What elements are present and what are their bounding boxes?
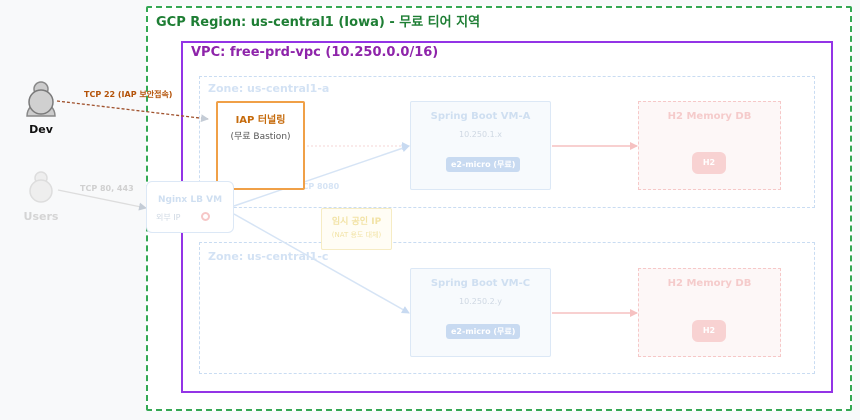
lb-subtitle: 외부 IP xyxy=(156,213,181,222)
lb-vm-edge-label: TCP 8080 xyxy=(297,182,340,191)
ephemeral-ip-subtitle: (NAT 용도 대체) xyxy=(331,231,382,239)
vm-a-machine-badge: e2-micro (무료) xyxy=(446,157,521,172)
external-ip-icon xyxy=(201,212,210,221)
users-to-lb-edge xyxy=(57,189,147,211)
dev-person-icon xyxy=(26,81,56,117)
zone-c-title: Zone: us-central1-c xyxy=(208,250,329,263)
zone-a-title: Zone: us-central1-a xyxy=(208,82,330,95)
vm-c-title: Spring Boot VM-C xyxy=(430,278,531,289)
vm-c-machine-badge: e2-micro (무료) xyxy=(446,324,521,339)
iap-tunnel-node xyxy=(216,101,305,190)
zone-a-boundary xyxy=(199,76,815,208)
iap-title: IAP 터널링 xyxy=(235,115,286,126)
db-c-title: H2 Memory DB xyxy=(667,278,752,289)
vm-c-ip: 10.250.2.y xyxy=(459,297,502,306)
users-label: Users xyxy=(23,210,59,223)
lb-title: Nginx LB VM xyxy=(157,195,223,205)
vpc-title: VPC: free-prd-vpc (10.250.0.0/16) xyxy=(191,45,439,60)
database-icon: H2 xyxy=(692,320,726,342)
h2-db-c-node xyxy=(638,268,781,357)
region-title: GCP Region: us-central1 (Iowa) - 무료 티어 지… xyxy=(156,15,481,30)
spring-boot-vm-a-node xyxy=(410,101,551,190)
ephemeral-ip-title: 임시 공인 IP xyxy=(331,217,382,227)
vm-a-title: Spring Boot VM-A xyxy=(430,111,531,122)
ephemeral-ip-node xyxy=(321,208,392,250)
dev-iap-edge-label: TCP 22 (IAP 보안접속) xyxy=(84,90,173,99)
iap-subtitle: (무료 Bastion) xyxy=(230,132,291,142)
lb-to-vm-c-edge xyxy=(233,213,410,314)
vm-a-ip: 10.250.1.x xyxy=(459,130,502,139)
database-icon: H2 xyxy=(692,152,726,174)
h2-db-a-node xyxy=(638,101,781,190)
db-a-title: H2 Memory DB xyxy=(667,111,752,122)
zone-c-boundary xyxy=(199,242,815,374)
spring-boot-vm-c-node xyxy=(410,268,551,357)
nginx-lb-node xyxy=(146,181,234,233)
dev-to-iap-edge xyxy=(56,100,209,123)
users-lb-edge-label: TCP 80, 443 xyxy=(80,184,134,193)
dev-label: Dev xyxy=(29,123,53,136)
lb-to-vm-a-edge xyxy=(233,144,410,207)
users-person-icon xyxy=(29,171,53,203)
